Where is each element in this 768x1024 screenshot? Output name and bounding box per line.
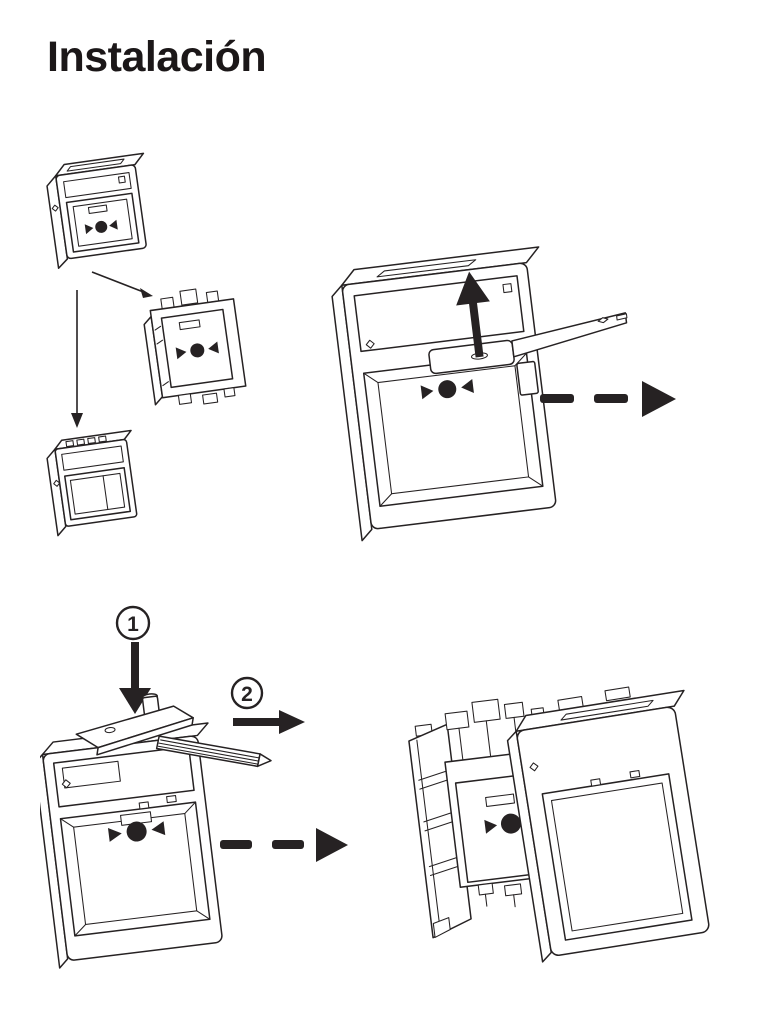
page-title: Instalación <box>47 33 267 81</box>
figure-exploded-parts <box>46 152 247 537</box>
step-2-badge: 2 <box>230 676 264 710</box>
front-cover-drawing <box>506 686 710 963</box>
press-here-symbol-icon <box>84 219 118 235</box>
led-diamond-icon <box>53 479 61 487</box>
release-cap-drawing <box>75 693 194 756</box>
cover-latch-tab <box>516 360 539 396</box>
back-housing-drawing <box>46 429 138 537</box>
led-diamond-icon <box>61 779 71 789</box>
thin-arrow-diagonal-icon <box>91 271 153 298</box>
figure-cover-separation <box>408 686 710 963</box>
led-diamond-icon <box>529 762 539 772</box>
dashed-arrow-right-icon <box>540 381 676 417</box>
arrow-right-icon <box>233 710 305 734</box>
press-here-symbol-icon <box>107 821 166 842</box>
arrow-down-icon <box>119 642 151 714</box>
extraction-tool-drawing <box>155 735 272 768</box>
assembled-call-point-drawing <box>46 152 147 270</box>
test-key-drawing <box>428 312 628 375</box>
arrow-up-icon <box>456 271 490 358</box>
call-point-with-key-drawing <box>331 246 628 542</box>
press-here-symbol-icon <box>175 341 219 360</box>
back-plate-drawing <box>408 723 472 939</box>
thin-arrow-down-icon <box>71 290 83 428</box>
figure-tool-steps: 1 2 <box>40 605 348 969</box>
call-point-with-tool-drawing <box>40 693 272 969</box>
step-1-label: 1 <box>127 613 139 636</box>
step-2-label: 2 <box>241 683 253 706</box>
figure-cover-release <box>331 246 676 542</box>
press-here-symbol-icon <box>420 379 474 400</box>
inner-module-drawing <box>143 288 247 406</box>
led-diamond-icon <box>365 339 375 349</box>
led-diamond-icon <box>51 204 59 212</box>
dashed-arrow-right-icon <box>220 828 348 862</box>
step-1-badge: 1 <box>115 605 151 641</box>
